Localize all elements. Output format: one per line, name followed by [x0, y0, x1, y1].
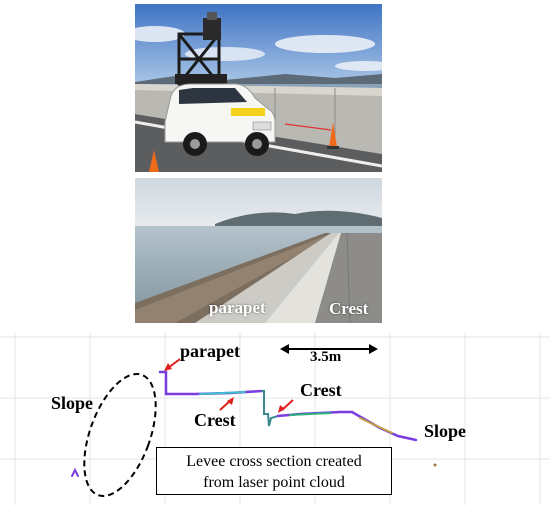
crest-upper-label: Crest — [300, 380, 342, 400]
point-cloud-profile — [71, 370, 437, 477]
caption-line-1: Levee cross section created — [186, 453, 362, 470]
photo-label-parapet: parapet — [209, 298, 266, 317]
caption-box: Levee cross section created from laser p… — [156, 447, 392, 495]
label-arrows — [164, 358, 294, 413]
slope-left-label: Slope — [51, 393, 94, 413]
slope-ellipse — [83, 372, 157, 498]
levee-photo: parapet Crest — [135, 178, 382, 323]
survey-vehicle-image — [135, 4, 382, 172]
scale-bar — [280, 344, 378, 354]
levee-image — [135, 178, 382, 323]
crest-lower-label: Crest — [194, 410, 236, 430]
slope-right-label: Slope — [424, 421, 467, 441]
photo-label-crest: Crest — [329, 299, 369, 318]
scale-label: 3.5m — [310, 349, 342, 365]
caption-line-2: from laser point cloud — [203, 474, 345, 491]
parapet-label: parapet — [180, 341, 240, 361]
survey-vehicle-photo — [135, 4, 382, 172]
